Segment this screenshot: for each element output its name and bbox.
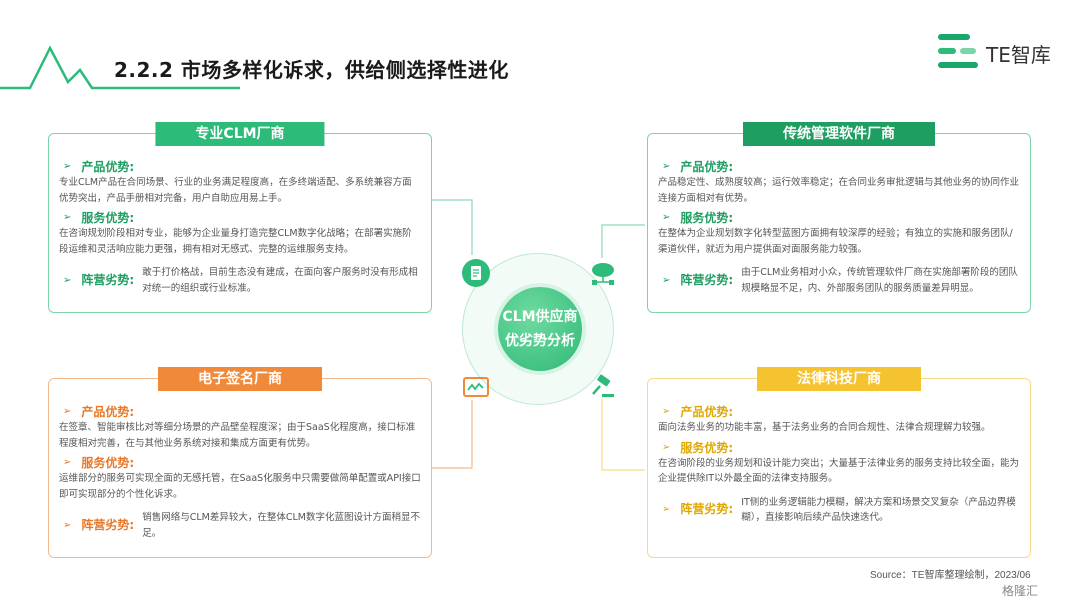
center-title-line2: 优劣势分析 [505,333,575,349]
logo-mark-icon [938,34,980,68]
service-advantage-label: 服务优势: [81,456,135,470]
product-advantage-label: 产品优势: [81,405,135,419]
service-advantage-label: 服务优势: [680,211,734,225]
product-advantage-label: 产品优势: [680,160,734,174]
service-advantage-text: 在咨询规划阶段相对专业，能够为企业量身打造完整CLM数字化战略；在部署实施阶段运… [59,228,412,255]
weakness-text: 敢于打价格战，目前生态没有建成，在面向客户服务时没有形成相对统一的组织或行业标准… [142,267,418,294]
product-advantage-text: 面向法务业务的功能丰富，基于法务业务的合同合规性、法律合规理解力较强。 [658,422,991,433]
arrow-icon: ➢ [63,274,72,286]
document-icon [462,259,490,287]
cloud-network-icon [592,263,614,285]
arrow-icon: ➢ [662,274,671,286]
weakness-row: ➢ 阵营劣势: 销售网络与CLM差异较大，在整体CLM数字化蓝图设计方面稍显不足。 [59,510,421,541]
arrow-icon: ➢ [63,519,72,531]
arrow-icon: ➢ [662,161,671,172]
box-traditional-software: 传统管理软件厂商 ➢ 产品优势: 产品稳定性、成熟度较高；运行效率稳定；在合同业务… [647,122,1031,313]
weakness-head: ➢ 阵营劣势: [658,495,733,526]
box-professional-clm: 专业CLM厂商 ➢ 产品优势: 专业CLM产品在合同场景、行业的业务满足程度高，在… [48,122,432,313]
weakness-row: ➢ 阵营劣势: IT侧的业务逻辑能力模糊，解决方案和场景交叉复杂（产品边界模糊），… [658,495,1020,526]
product-advantage-head: ➢ 产品优势: [658,403,1020,420]
service-advantage-head: ➢ 服务优势: [59,209,421,226]
source-note: Source：TE智库整理绘制，2023/06 [870,570,1031,581]
arrow-icon: ➢ [662,212,671,223]
weakness-text: IT侧的业务逻辑能力模糊，解决方案和场景交叉复杂（产品边界模糊），直接影响后续产… [741,496,1016,524]
service-advantage-head: ➢ 服务优势: [658,209,1020,226]
arrow-icon: ➢ [662,441,671,453]
service-advantage-text: 在咨询阶段的业务规划和设计能力突出；大量基于法律业务的服务支持比较全面，能为企业… [658,457,1020,485]
arrow-icon: ➢ [662,406,671,417]
product-advantage-head: ➢ 产品优势: [658,158,1020,175]
arrow-icon: ➢ [63,161,72,172]
product-advantage-text: 产品稳定性、成熟度较高；运行效率稳定；在合同业务审批逻辑与其他业务的协同作业连接… [658,177,1020,204]
gavel-icon [592,374,614,397]
weakness-label: 阵营劣势: [81,517,135,532]
weakness-text: 销售网络与CLM差异较大，在整体CLM数字化蓝图设计方面稍显不足。 [142,512,420,539]
box-esignature: 电子签名厂商 ➢ 产品优势: 在签章、智能审核比对等细分场景的产品壁垒程度深；由于… [48,367,432,558]
weakness-text: 由于CLM业务相对小众，传统管理软件厂商在实施部署阶段的团队规模略显不足，内、外… [741,267,1018,294]
weakness-row: ➢ 阵营劣势: 敢于打价格战，目前生态没有建成，在面向客户服务时没有形成相对统一的… [59,265,421,296]
weakness-label: 阵营劣势: [680,502,734,517]
weakness-row: ➢ 阵营劣势: 由于CLM业务相对小众，传统管理软件厂商在实施部署阶段的团队规模略… [658,265,1020,296]
service-advantage-label: 服务优势: [680,440,734,455]
center-title-line1: CLM供应商 [502,309,578,325]
weakness-head: ➢ 阵营劣势: [59,510,134,541]
service-advantage-label: 服务优势: [81,211,135,225]
signature-icon [463,377,489,397]
service-advantage-text: 运维部分的服务可实现全面的无感托管，在SaaS化服务中只需要做简单配置或API接… [59,473,421,500]
center-title: CLM供应商 优劣势分析 [487,305,593,353]
product-advantage-label: 产品优势: [81,160,135,174]
box-label: 传统管理软件厂商 [743,122,935,146]
arrow-icon: ➢ [63,406,72,417]
watermark: 格隆汇 [1002,584,1039,598]
weakness-label: 阵营劣势: [81,272,135,287]
arrow-icon: ➢ [63,212,72,223]
service-advantage-text: 在整体为企业规划数字化转型蓝图方面拥有较深厚的经验；有独立的实施和服务团队/渠道… [658,228,1013,255]
product-advantage-label: 产品优势: [680,405,734,419]
box-label: 专业CLM厂商 [155,122,325,146]
header-pulse-line [0,45,240,90]
arrow-icon: ➢ [662,504,671,516]
center-circle [498,287,582,371]
product-advantage-text: 专业CLM产品在合同场景、行业的业务满足程度高，在多终端适配、多系统兼容方面优势… [59,177,412,204]
page-title: 2.2.2 市场多样化诉求，供给侧选择性进化 [114,58,509,82]
logo: TE智库 [938,34,1058,68]
product-advantage-head: ➢ 产品优势: [59,403,421,420]
box-legal-tech: 法律科技厂商 ➢ 产品优势: 面向法务业务的功能丰富，基于法务业务的合同合规性、法… [647,367,1031,558]
weakness-head: ➢ 阵营劣势: [59,265,134,296]
box-label: 电子签名厂商 [158,367,322,391]
arrow-icon: ➢ [63,457,72,468]
product-advantage-head: ➢ 产品优势: [59,158,421,175]
box-label: 法律科技厂商 [757,367,921,391]
service-advantage-head: ➢ 服务优势: [59,454,421,471]
product-advantage-text: 在签章、智能审核比对等细分场景的产品壁垒程度深；由于SaaS化程度高，接口标准程… [59,422,416,449]
logo-text: TE智库 [986,43,1051,67]
service-advantage-head: ➢ 服务优势: [658,439,1020,456]
weakness-label: 阵营劣势: [680,272,734,287]
weakness-head: ➢ 阵营劣势: [658,265,733,296]
